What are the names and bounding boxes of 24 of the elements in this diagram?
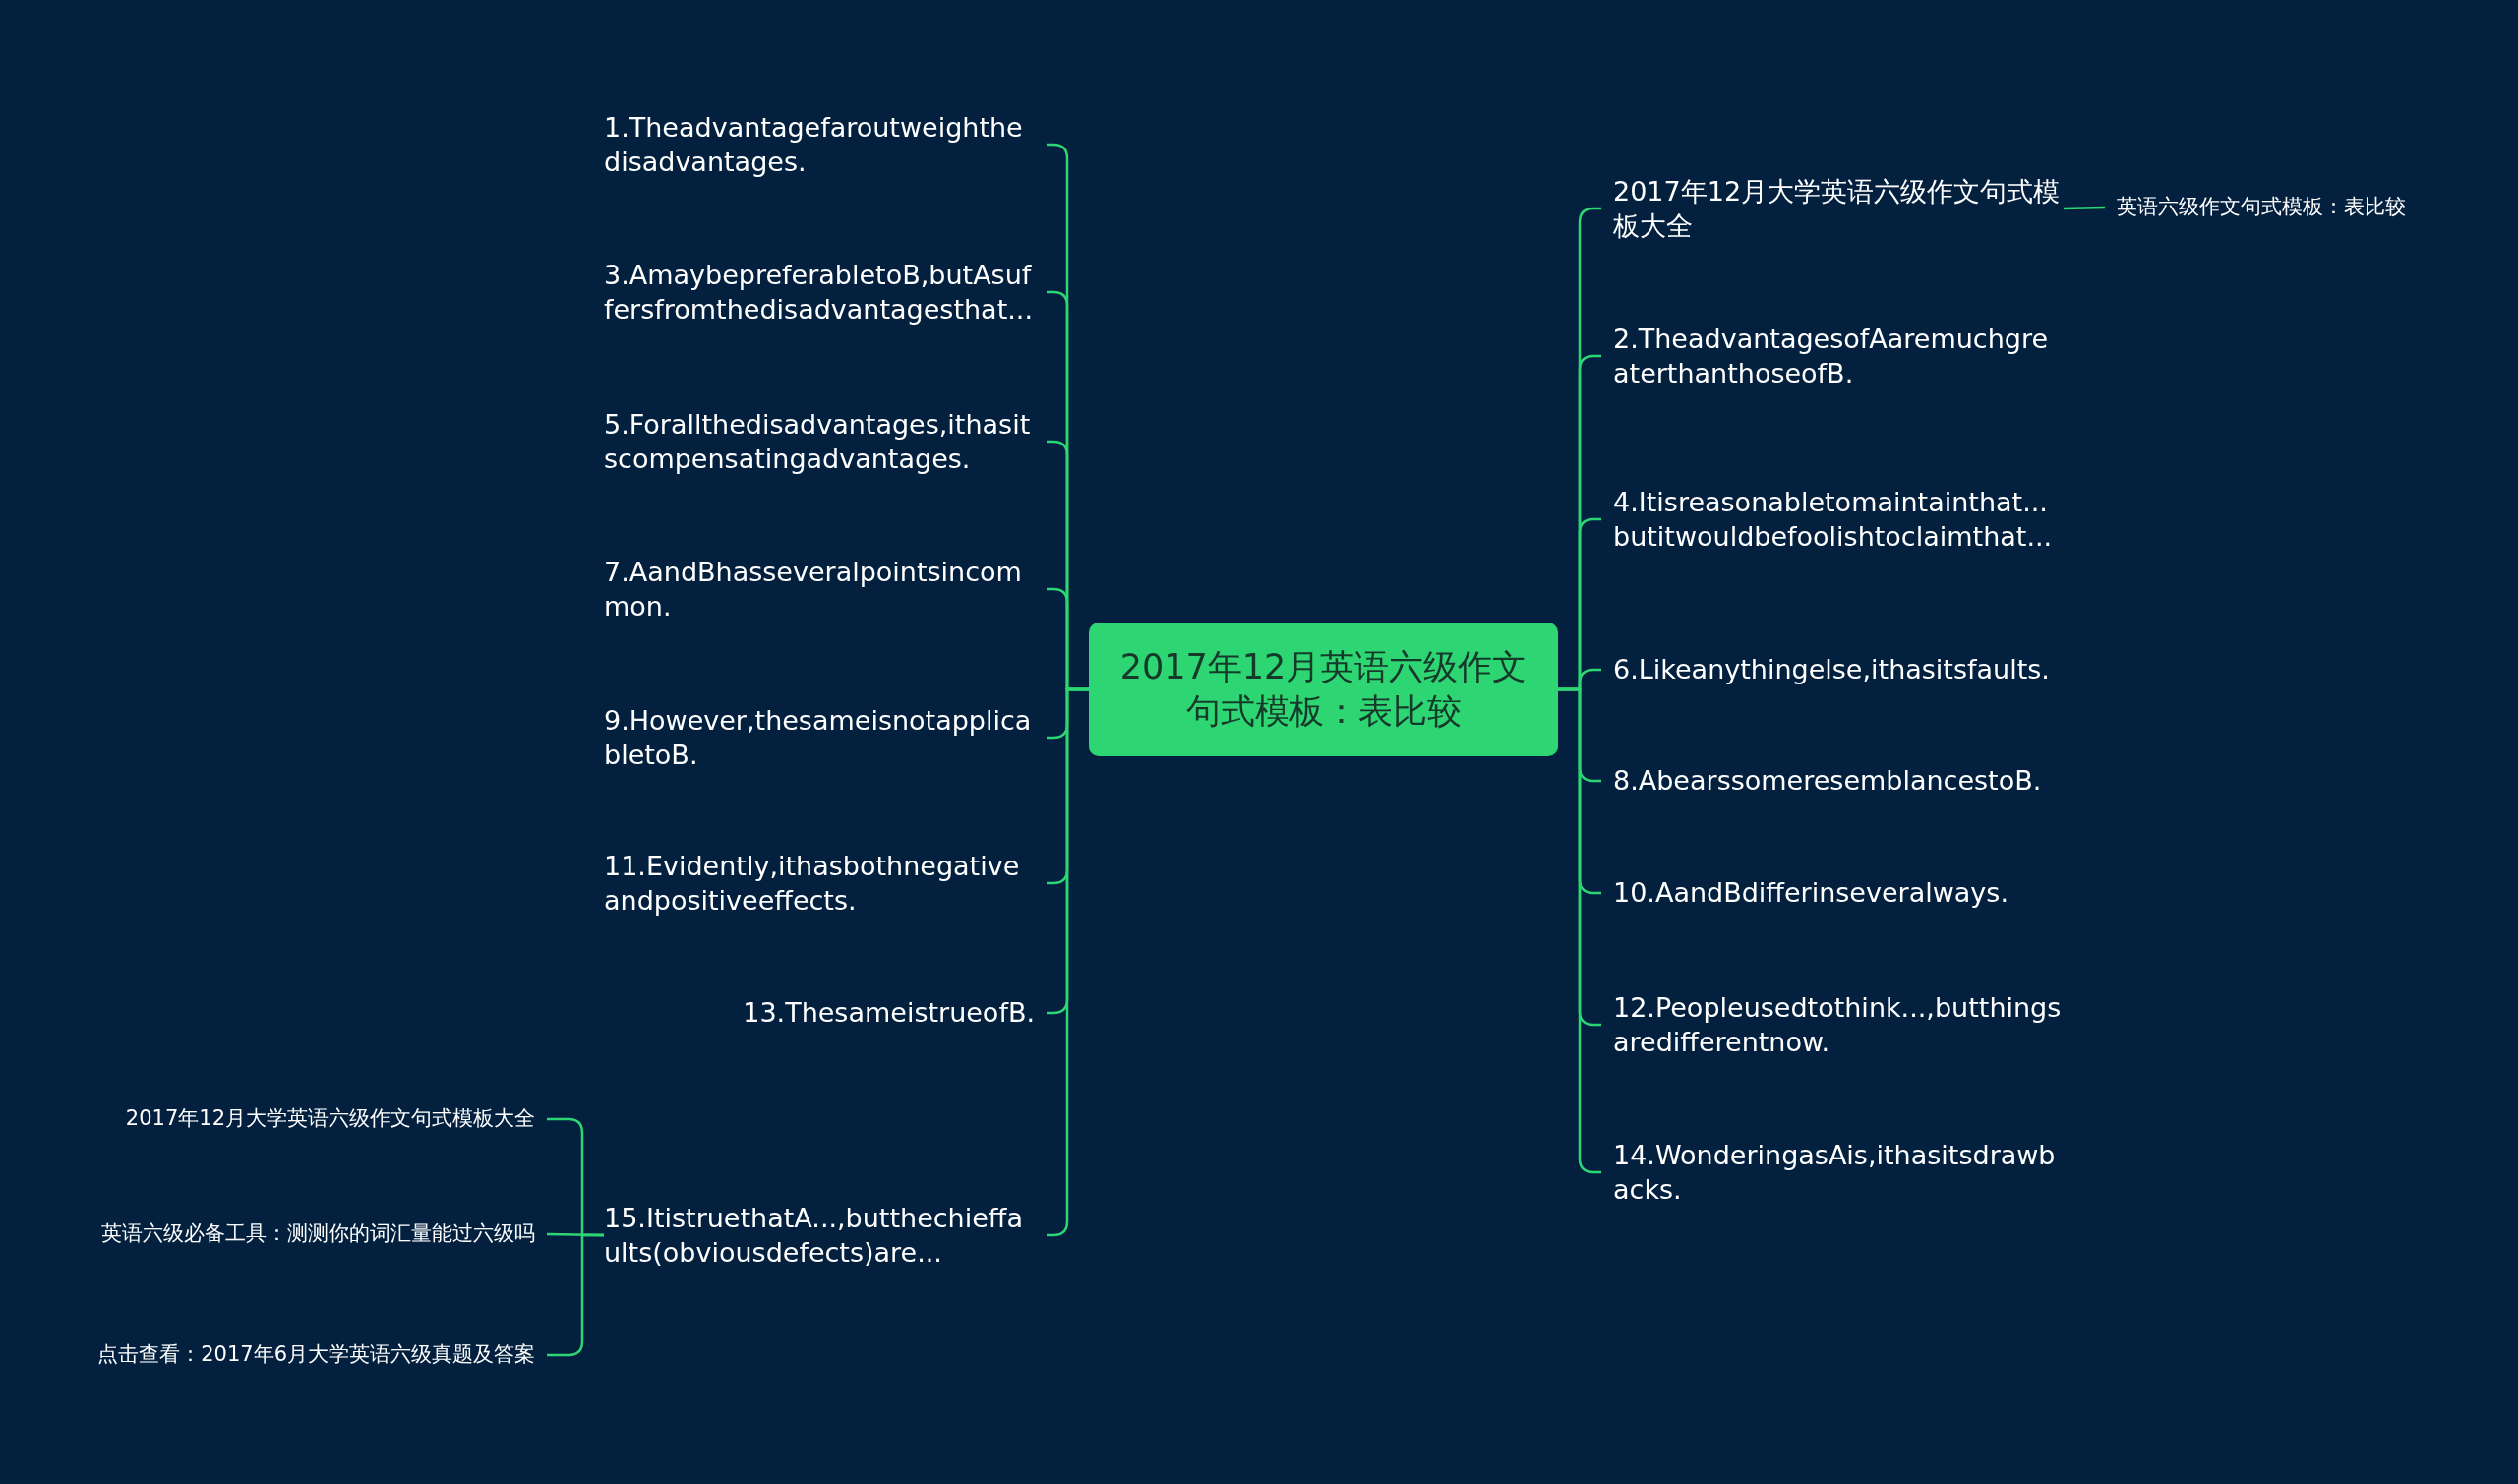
topic-text: 1.Theadvantagefaroutweighthedisadvantages.	[604, 109, 1047, 180]
topic-text: 12.Peopleusedtothink...,butthingsaredifferentnow.	[1601, 989, 2064, 1060]
topic-text: 英语六级作文句式模板：表比较	[2105, 194, 2406, 221]
topic-text: 2017年12月大学英语六级作文句式模板大全	[125, 1105, 547, 1133]
topic-text: 英语六级必备工具：测测你的词汇量能过六级吗	[101, 1220, 547, 1248]
connector-line	[547, 1233, 604, 1357]
topic-text: 5.Forallthedisadvantages,ithasitscompensatingadvantages.	[604, 406, 1047, 477]
topic-text: 10.AandBdifferinseveralways.	[1601, 875, 2008, 911]
topic-text: 3.AmaybepreferabletoB,butAsuffersfromthedisadvantagesthat...	[604, 257, 1047, 327]
topic-text: 9.However,thesameisnotapplicabletoB.	[604, 702, 1047, 773]
topic-text: 点击查看：2017年6月大学英语六级真题及答案	[97, 1341, 547, 1369]
topic-text: 14.WonderingasAis,ithasitsdrawbacks.	[1601, 1137, 2064, 1208]
topic-text: 2017年12月大学英语六级作文句式模板大全	[1601, 173, 2064, 244]
topic-text: 8.AbearssomeresemblancestoB.	[1601, 763, 2042, 799]
central-topic-box	[1089, 623, 1558, 756]
topic-text: 2017年12月英语六级作文句式模板：表比较	[1118, 645, 1529, 733]
topic-text: 15.ItistruethatA...,butthechieffaults(obviousdefects)are...	[604, 1200, 1047, 1271]
topic-text: 13.ThesameistrueofB.	[743, 995, 1047, 1031]
topic-text: 11.Evidently,ithasbothnegativeandpositiveeffects.	[604, 848, 1047, 919]
topic-text: 7.AandBhasseveralpointsincommon.	[604, 554, 1047, 624]
topic-text: 4.Itisreasonabletomaintainthat...butitwouldbefoolishtoclaimthat...	[1601, 484, 2064, 555]
connector-line	[2063, 206, 2106, 210]
topic-text: 2.TheadvantagesofAaremuchgreaterthanthoseofB.	[1601, 321, 2064, 391]
topic-text: 6.Likeanythingelse,ithasitsfaults.	[1601, 652, 2050, 687]
